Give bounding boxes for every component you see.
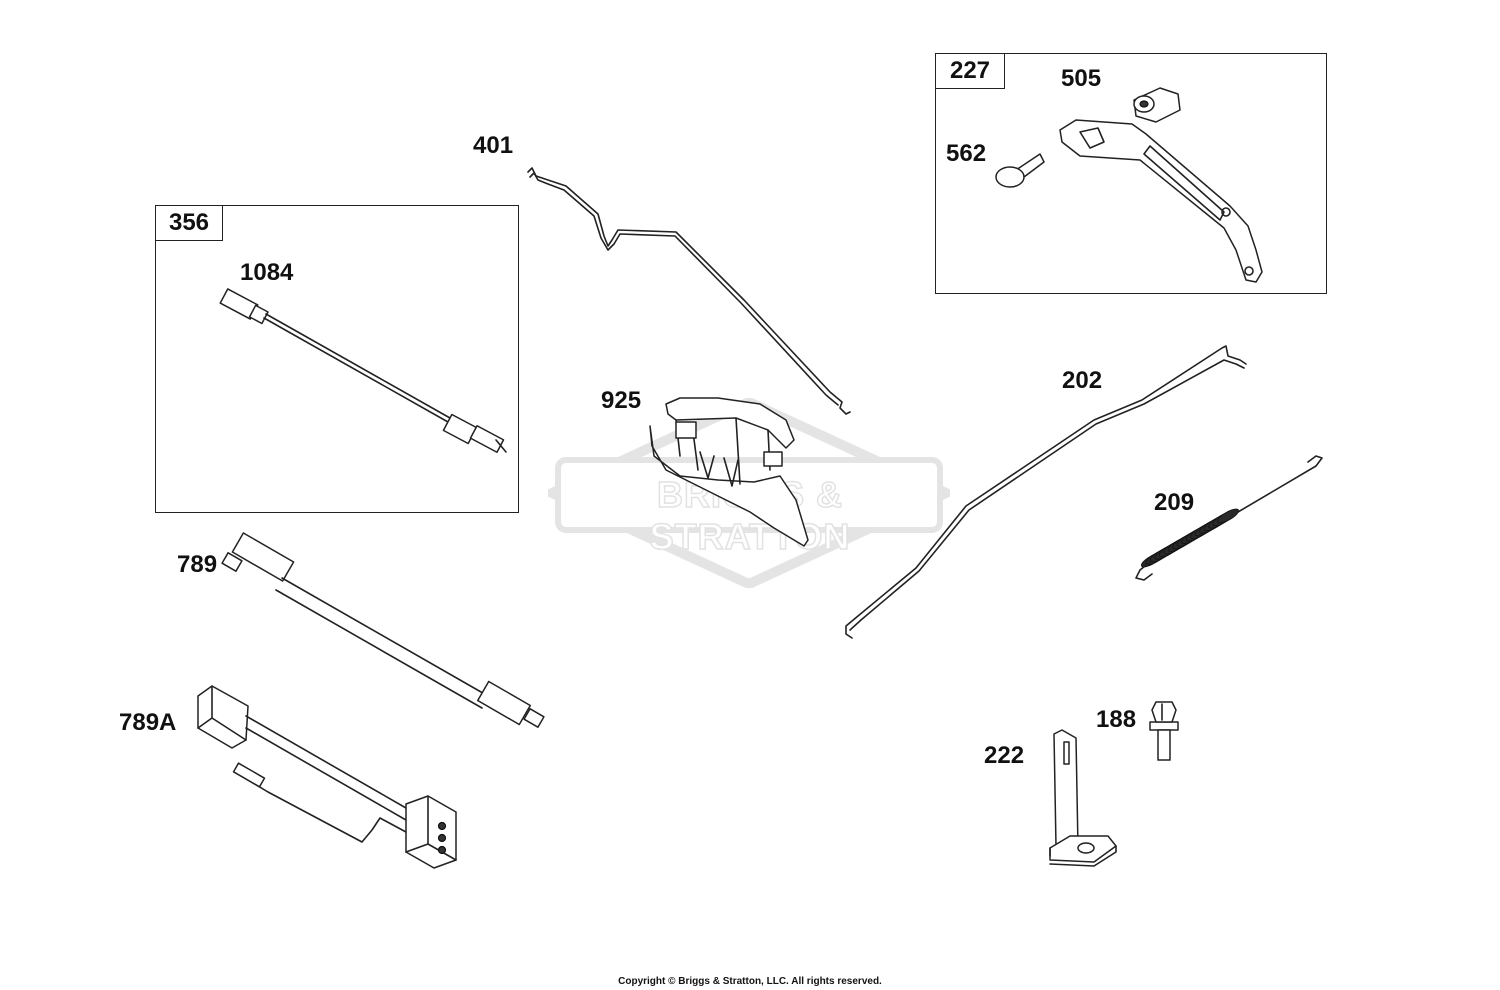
part-209-drawing [1135, 455, 1323, 581]
part-789A-drawing [197, 685, 457, 869]
part-188-drawing [1149, 701, 1179, 761]
kit-356-frame [155, 205, 519, 513]
part-202-drawing [845, 345, 1247, 639]
part-925-label: 925 [601, 387, 642, 414]
part-789-label: 789 [177, 551, 218, 578]
part-401-label: 401 [473, 132, 514, 159]
part-1084-label: 1084 [240, 259, 294, 286]
part-562-drawing [995, 153, 1045, 188]
kit-227-frame [935, 53, 1327, 294]
part-202-label: 202 [1062, 367, 1103, 394]
part-789-drawing [221, 532, 545, 728]
part-209-label: 209 [1154, 489, 1195, 516]
part-401-drawing [527, 167, 851, 415]
part-1084-drawing [219, 288, 507, 453]
kit-227-label: 227 [936, 54, 1005, 89]
part-562-label: 562 [946, 140, 987, 167]
part-222-label: 222 [984, 742, 1025, 769]
part-188-label: 188 [1096, 706, 1137, 733]
kit-356-label: 356 [156, 206, 223, 241]
watermark-text: BRIGGS & STRATTON [649, 473, 851, 558]
part-925-drawing [649, 397, 809, 547]
part-222-drawing [1049, 729, 1117, 867]
part-227-lever-drawing [1059, 119, 1263, 283]
part-505-label: 505 [1061, 65, 1102, 92]
part-789A-label: 789A [119, 709, 177, 736]
copyright-notice: Copyright © Briggs & Stratton, LLC. All … [618, 976, 882, 987]
part-505-drawing [1133, 87, 1181, 123]
